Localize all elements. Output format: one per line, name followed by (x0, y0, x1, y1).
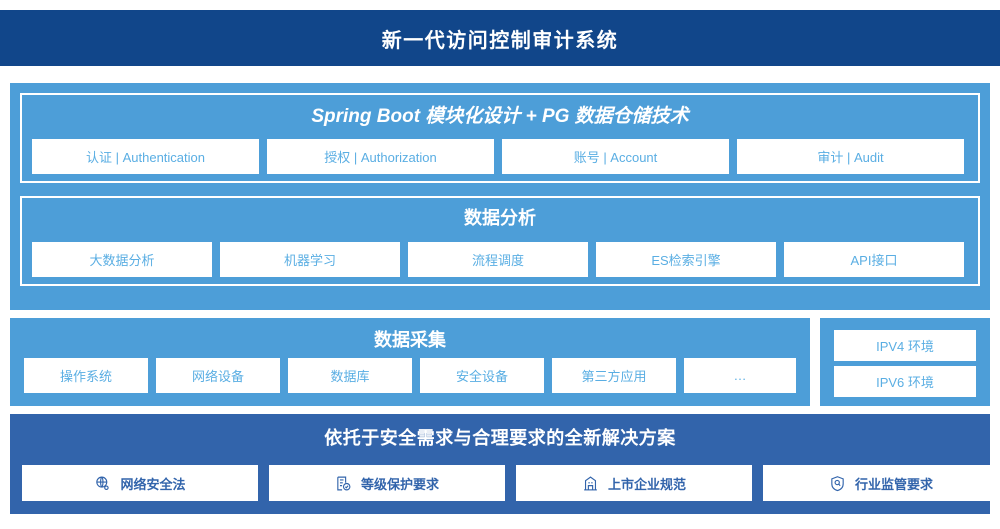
bank-building-icon (582, 475, 599, 492)
chip-big-data-analysis[interactable]: 大数据分析 (32, 242, 212, 277)
analysis-group-title: 数据分析 (464, 208, 536, 228)
chip-machine-learning[interactable]: 机器学习 (220, 242, 400, 277)
analysis-group: 数据分析 大数据分析 机器学习 流程调度 ES检索引擎 API接口 (20, 196, 980, 286)
header-bar: 新一代访问控制审计系统 (0, 10, 1000, 66)
platform-group-title: Spring Boot 模块化设计 + PG 数据仓储技术 (311, 106, 689, 127)
collection-panel: 数据采集 操作系统 网络设备 数据库 安全设备 第三方应用 … (10, 318, 810, 406)
chip-label: 行业监管要求 (854, 476, 933, 492)
chip-label: 账号 | Account (573, 150, 658, 165)
environment-panel: IPV4 环境 IPV6 环境 (820, 318, 990, 406)
solution-title: 依托于安全需求与合理要求的全新解决方案 (324, 428, 676, 448)
chip-label: 审计 | Audit (817, 150, 884, 165)
chip-security-device[interactable]: 安全设备 (420, 358, 544, 393)
chip-network-device[interactable]: 网络设备 (156, 358, 280, 393)
chip-label: 授权 | Authorization (324, 150, 437, 165)
chip-authorization[interactable]: 授权 | Authorization (267, 139, 494, 174)
chip-listed-enterprise-norms[interactable]: 上市企业规范 (516, 465, 752, 501)
chip-label: IPV4 环境 (876, 339, 934, 354)
collection-title: 数据采集 (374, 330, 446, 350)
globe-network-icon (94, 475, 111, 492)
chip-label: 流程调度 (471, 253, 524, 268)
page-title: 新一代访问控制审计系统 (381, 29, 619, 52)
chip-api-interface[interactable]: API接口 (784, 242, 964, 277)
chip-label: ES检索引擎 (651, 253, 721, 268)
chip-audit[interactable]: 审计 | Audit (737, 139, 964, 174)
chip-account[interactable]: 账号 | Account (502, 139, 729, 174)
chip-label: 数据库 (330, 369, 370, 384)
chip-label: 上市企业规范 (607, 476, 686, 492)
chip-cybersecurity-law[interactable]: 网络安全法 (22, 465, 258, 501)
chip-label: API接口 (850, 253, 898, 268)
chip-label: 操作系统 (59, 369, 112, 384)
chip-industry-regulation[interactable]: 行业监管要求 (763, 465, 999, 501)
chip-third-party-application[interactable]: 第三方应用 (552, 358, 676, 393)
chip-label: 大数据分析 (89, 253, 155, 268)
chip-more[interactable]: … (684, 358, 796, 393)
chip-label: 等级保护要求 (360, 476, 439, 492)
chip-label: IPV6 环境 (876, 375, 934, 390)
solution-panel: 依托于安全需求与合理要求的全新解决方案 网络安全法 等级保护要求 (10, 414, 999, 514)
document-check-icon (335, 475, 352, 492)
chip-label: 第三方应用 (581, 369, 647, 384)
platform-group: Spring Boot 模块化设计 + PG 数据仓储技术 认证 | Authe… (20, 93, 980, 183)
chip-ipv6-environment[interactable]: IPV6 环境 (834, 366, 976, 397)
chip-operating-system[interactable]: 操作系统 (24, 358, 148, 393)
chip-process-scheduling[interactable]: 流程调度 (408, 242, 588, 277)
chip-authentication[interactable]: 认证 | Authentication (32, 139, 259, 174)
chip-ipv4-environment[interactable]: IPV4 环境 (834, 330, 976, 361)
chip-classified-protection[interactable]: 等级保护要求 (269, 465, 505, 501)
chip-database[interactable]: 数据库 (288, 358, 412, 393)
chip-label: 网络设备 (191, 369, 244, 384)
chip-label: 机器学习 (283, 253, 336, 268)
chip-label: 安全设备 (455, 369, 508, 384)
chip-es-search-engine[interactable]: ES检索引擎 (596, 242, 776, 277)
shield-search-icon (829, 475, 846, 492)
chip-label: 网络安全法 (120, 476, 186, 492)
chip-label: … (733, 368, 747, 383)
chip-label: 认证 | Authentication (86, 150, 205, 165)
platform-analysis-panel: Spring Boot 模块化设计 + PG 数据仓储技术 认证 | Authe… (10, 83, 990, 310)
